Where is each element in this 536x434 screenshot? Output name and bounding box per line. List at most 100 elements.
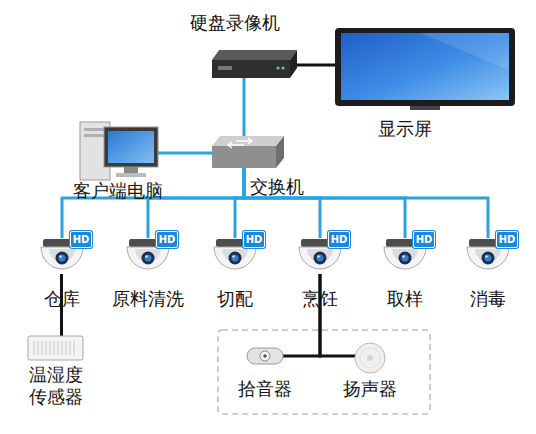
camera-node: HD消毒 — [466, 238, 510, 274]
dvr-illustration — [212, 50, 297, 78]
camera-lens-glass — [485, 255, 492, 262]
pc-monitor — [104, 127, 158, 167]
speaker-illustration — [355, 343, 385, 373]
hd-badge: HD — [413, 231, 435, 248]
camera-dome — [41, 247, 83, 269]
camera-lens — [399, 252, 412, 265]
camera-lens-glass — [59, 255, 66, 262]
connector-line — [158, 152, 212, 155]
monitor-glare — [420, 33, 509, 70]
switch-illustration — [212, 136, 284, 168]
pc-illustration — [80, 122, 158, 180]
camera-lens-glass — [402, 255, 409, 262]
speaker-grille — [360, 348, 380, 368]
connector-line — [244, 168, 320, 238]
camera-inner — [222, 249, 248, 262]
camera-lens — [229, 252, 242, 265]
connector-line — [244, 168, 488, 238]
monitor-screen — [341, 33, 509, 100]
switch-front — [212, 146, 276, 168]
device-label: 交换机 — [250, 176, 320, 198]
camera-lens-glass — [317, 255, 324, 262]
pickup-body — [247, 348, 283, 364]
pc-base — [116, 173, 146, 177]
camera-label: 仓库 — [10, 288, 114, 310]
camera-node: HD原料清洗 — [126, 238, 170, 274]
speaker-node: 扬声器 — [355, 343, 385, 373]
camera-lens-glint — [232, 255, 234, 257]
device-label: 扬声器 — [340, 378, 400, 400]
pickup-illustration — [247, 348, 283, 364]
camera-inner — [49, 249, 75, 262]
camera-label: 消毒 — [436, 288, 536, 310]
pickup-dot — [263, 354, 267, 358]
pc-bay — [84, 134, 106, 137]
camera-label: 切配 — [183, 288, 287, 310]
speaker-center — [367, 355, 373, 361]
device-label: 客户端电脑 — [56, 180, 180, 202]
pc-stand — [124, 167, 138, 173]
camera-lens — [56, 252, 69, 265]
pc-bay — [84, 128, 106, 131]
dvr-light — [281, 66, 284, 69]
hd-badge: HD — [496, 231, 518, 248]
hd-badge: HD — [70, 231, 92, 248]
pickup-node: 拾音器 — [247, 346, 283, 366]
hd-badge: HD — [156, 231, 178, 248]
camera-inner — [475, 249, 501, 262]
camera-lens-glint — [59, 255, 61, 257]
dvr-front — [212, 60, 290, 78]
device-label: 硬盘录像机 — [180, 12, 290, 34]
speaker-body — [355, 343, 385, 373]
camera-label: 原料清洗 — [96, 288, 200, 310]
camera-dome — [127, 247, 169, 269]
connector-line — [320, 274, 355, 356]
connector-line — [283, 274, 320, 356]
monitor-stand — [410, 106, 440, 110]
pickup-mic — [260, 351, 270, 361]
switch-arrows — [228, 138, 252, 148]
camera-node: HD取样 — [383, 238, 427, 274]
switch-side — [276, 136, 284, 168]
sensor-node: 温湿度 传感器 — [28, 336, 83, 360]
camera-label: 取样 — [353, 288, 457, 310]
switch-node: 交换机 — [212, 138, 276, 168]
dvr-light — [276, 66, 279, 69]
dvr-side — [290, 50, 297, 78]
sensor-vents — [34, 341, 74, 355]
camera-dome — [299, 247, 341, 269]
pc-node: 客户端电脑 — [78, 118, 158, 180]
pc-screen — [108, 131, 154, 163]
camera-inner — [392, 249, 418, 262]
camera-label: 烹饪 — [268, 288, 372, 310]
connector-line — [148, 168, 244, 238]
camera-lens-glass — [145, 255, 152, 262]
camera-dome — [384, 247, 426, 269]
monitor-node: 显示屏 — [335, 28, 515, 106]
dvr-slot — [218, 66, 232, 70]
device-label: 温湿度 传感器 — [25, 364, 87, 408]
camera-lens-glint — [317, 255, 319, 257]
connector-line — [243, 78, 246, 138]
monitor-illustration — [335, 28, 515, 110]
camera-inner — [307, 249, 333, 262]
camera-lens — [314, 252, 327, 265]
hd-badge: HD — [243, 231, 265, 248]
camera-inner — [135, 249, 161, 262]
sensor-illustration — [28, 336, 83, 360]
camera-dome — [467, 247, 509, 269]
camera-node: HD仓库 — [40, 238, 84, 274]
dashed-group — [218, 330, 430, 414]
camera-lens-glint — [402, 255, 404, 257]
device-label: 拾音器 — [235, 378, 295, 400]
connector-line — [244, 168, 405, 238]
dvr-top — [212, 50, 297, 60]
camera-lens-glass — [232, 255, 239, 262]
camera-lens-glint — [485, 255, 487, 257]
monitor-frame — [335, 28, 515, 106]
camera-dome — [214, 247, 256, 269]
device-label: 显示屏 — [315, 118, 495, 140]
camera-lens — [142, 252, 155, 265]
dvr-node: 硬盘录像机 — [212, 52, 290, 78]
